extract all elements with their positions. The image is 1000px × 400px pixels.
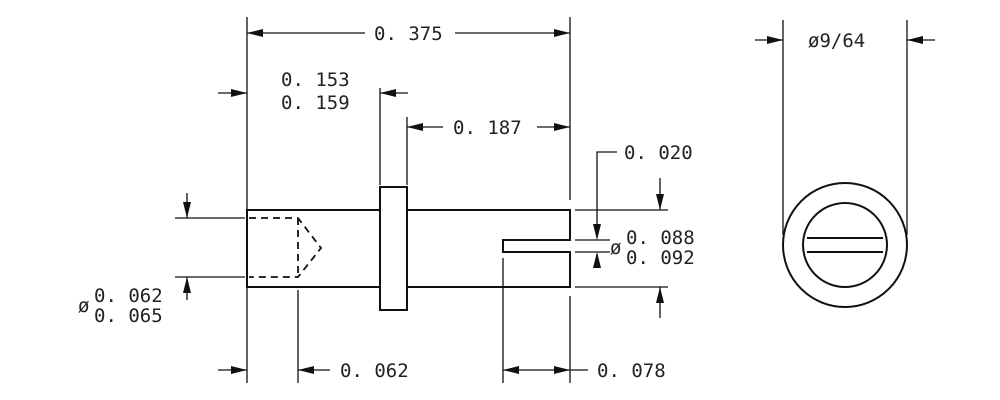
dimension-lines [183, 29, 664, 374]
flange-position-max-label: 0. 159 [281, 92, 350, 114]
slot-diameter-max-label: 0. 092 [626, 247, 695, 269]
hidden-bore [249, 217, 323, 278]
pin-outline [802, 202, 888, 288]
flange-diameter-label: ø9/64 [808, 30, 865, 52]
pin-body-left [246, 209, 381, 288]
bore-diameter-min-label: 0. 062 [94, 285, 163, 307]
overall-length-label: 0. 375 [374, 23, 443, 45]
flange-position-min-label: 0. 153 [281, 69, 350, 91]
side-view [246, 186, 571, 311]
flange-outline [782, 182, 908, 308]
slot-width-label: 0. 020 [624, 142, 693, 164]
slot-diameter-symbol: ø [610, 237, 621, 259]
flange [379, 186, 408, 311]
pin-body-right [407, 209, 571, 288]
extension-lines [175, 17, 668, 383]
bore-diameter-symbol: ø [78, 295, 89, 317]
bore-diameter-max-label: 0. 065 [94, 305, 163, 327]
end-view [755, 20, 935, 308]
bore-depth-label: 0. 062 [340, 360, 409, 382]
slot-side-length-label: 0. 187 [453, 117, 522, 139]
slot-diameter-min-label: 0. 088 [626, 227, 695, 249]
slot-depth-label: 0. 078 [597, 360, 666, 382]
dimension-labels: 0. 375 0. 153 0. 159 0. 187 0. 020 ø 0. … [78, 23, 865, 382]
